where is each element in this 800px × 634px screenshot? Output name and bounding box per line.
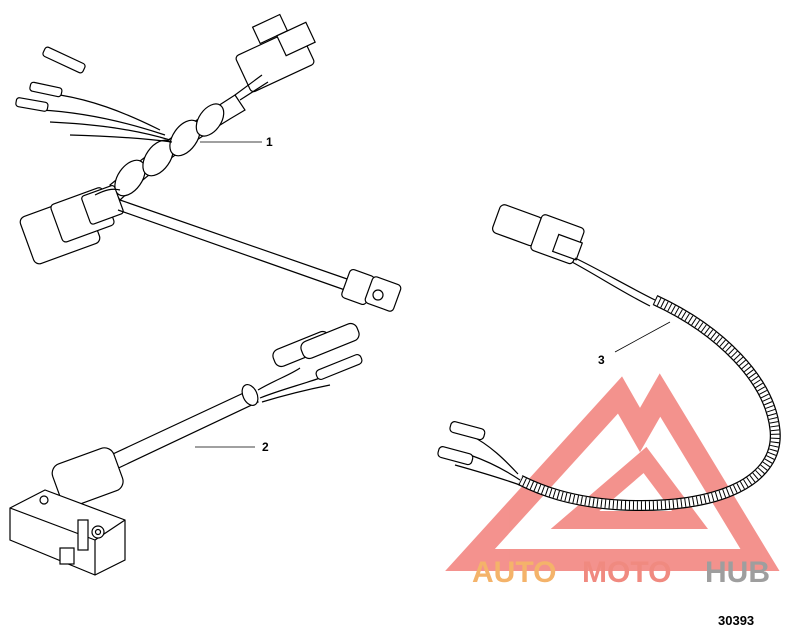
- wiring-harness-icon: [15, 13, 402, 312]
- connector-lead-icon: [437, 204, 781, 512]
- callout-2-label: 2: [262, 440, 269, 454]
- callout-3-label: 3: [598, 353, 605, 367]
- figure-number: 30393: [718, 613, 755, 628]
- watermark-part-a: AUTO: [472, 556, 556, 589]
- callout-3-leader: [614, 321, 671, 353]
- watermark-wordmark: AUTO MOTO HUB: [472, 556, 770, 589]
- watermark-logo-icon: [445, 373, 780, 571]
- watermark-part-b: MOTO: [582, 556, 671, 589]
- speed-sensor-icon: [9, 322, 363, 576]
- watermark-part-c: HUB: [705, 556, 770, 589]
- callout-1-label: 1: [266, 135, 273, 149]
